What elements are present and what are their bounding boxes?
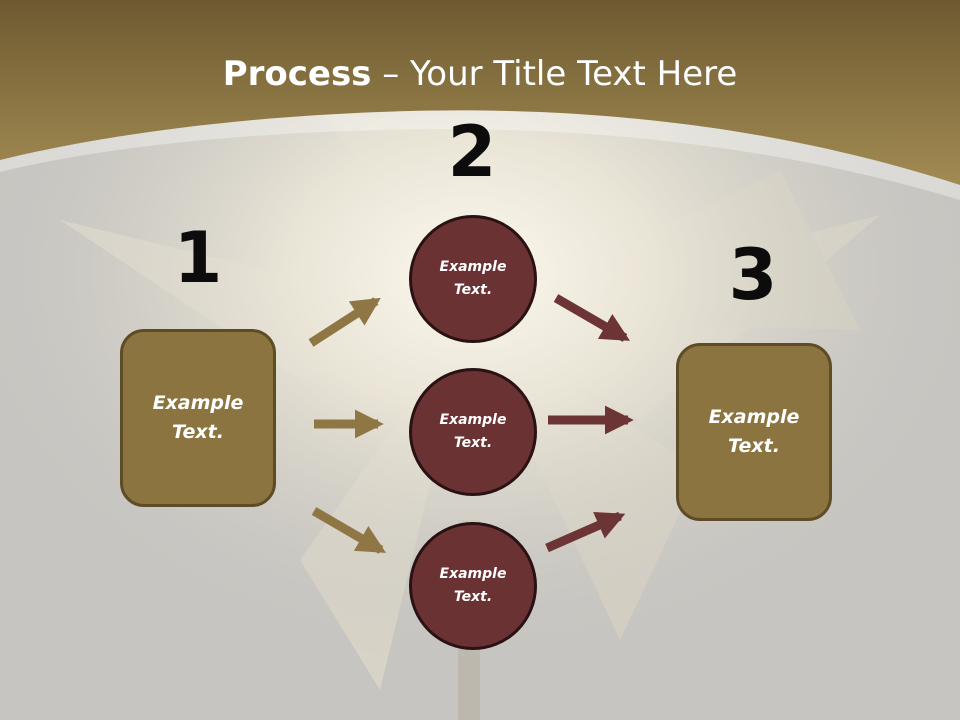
step-3-label: Example Text. <box>708 406 800 457</box>
step-3-box: Example Text. <box>676 343 832 521</box>
step-2-label-top: Example Text. <box>439 259 507 298</box>
step-1-number: 1 <box>173 217 223 299</box>
step-2-number: 2 <box>447 111 497 193</box>
step-1-box: Example Text. <box>120 329 276 507</box>
step-1-label: Example Text. <box>152 392 244 443</box>
step-2-circle-middle: Example Text. <box>409 368 537 496</box>
step-2-circle-bottom: Example Text. <box>409 522 537 650</box>
arrow-2-bottom-to-3 <box>545 511 626 553</box>
arrow-1-to-2-bottom <box>311 507 386 554</box>
step-3-number: 3 <box>728 234 778 316</box>
step-2-label-middle: Example Text. <box>439 412 507 451</box>
title-bold: Process <box>222 54 372 94</box>
slide-title: Process – Your Title Text Here <box>0 52 960 96</box>
arrow-1-to-2-top <box>308 297 381 347</box>
title-rest: – Your Title Text Here <box>371 54 738 94</box>
step-2-circle-top: Example Text. <box>409 215 537 343</box>
step-2-label-bottom: Example Text. <box>439 566 507 605</box>
arrow-2-top-to-3 <box>553 294 630 342</box>
